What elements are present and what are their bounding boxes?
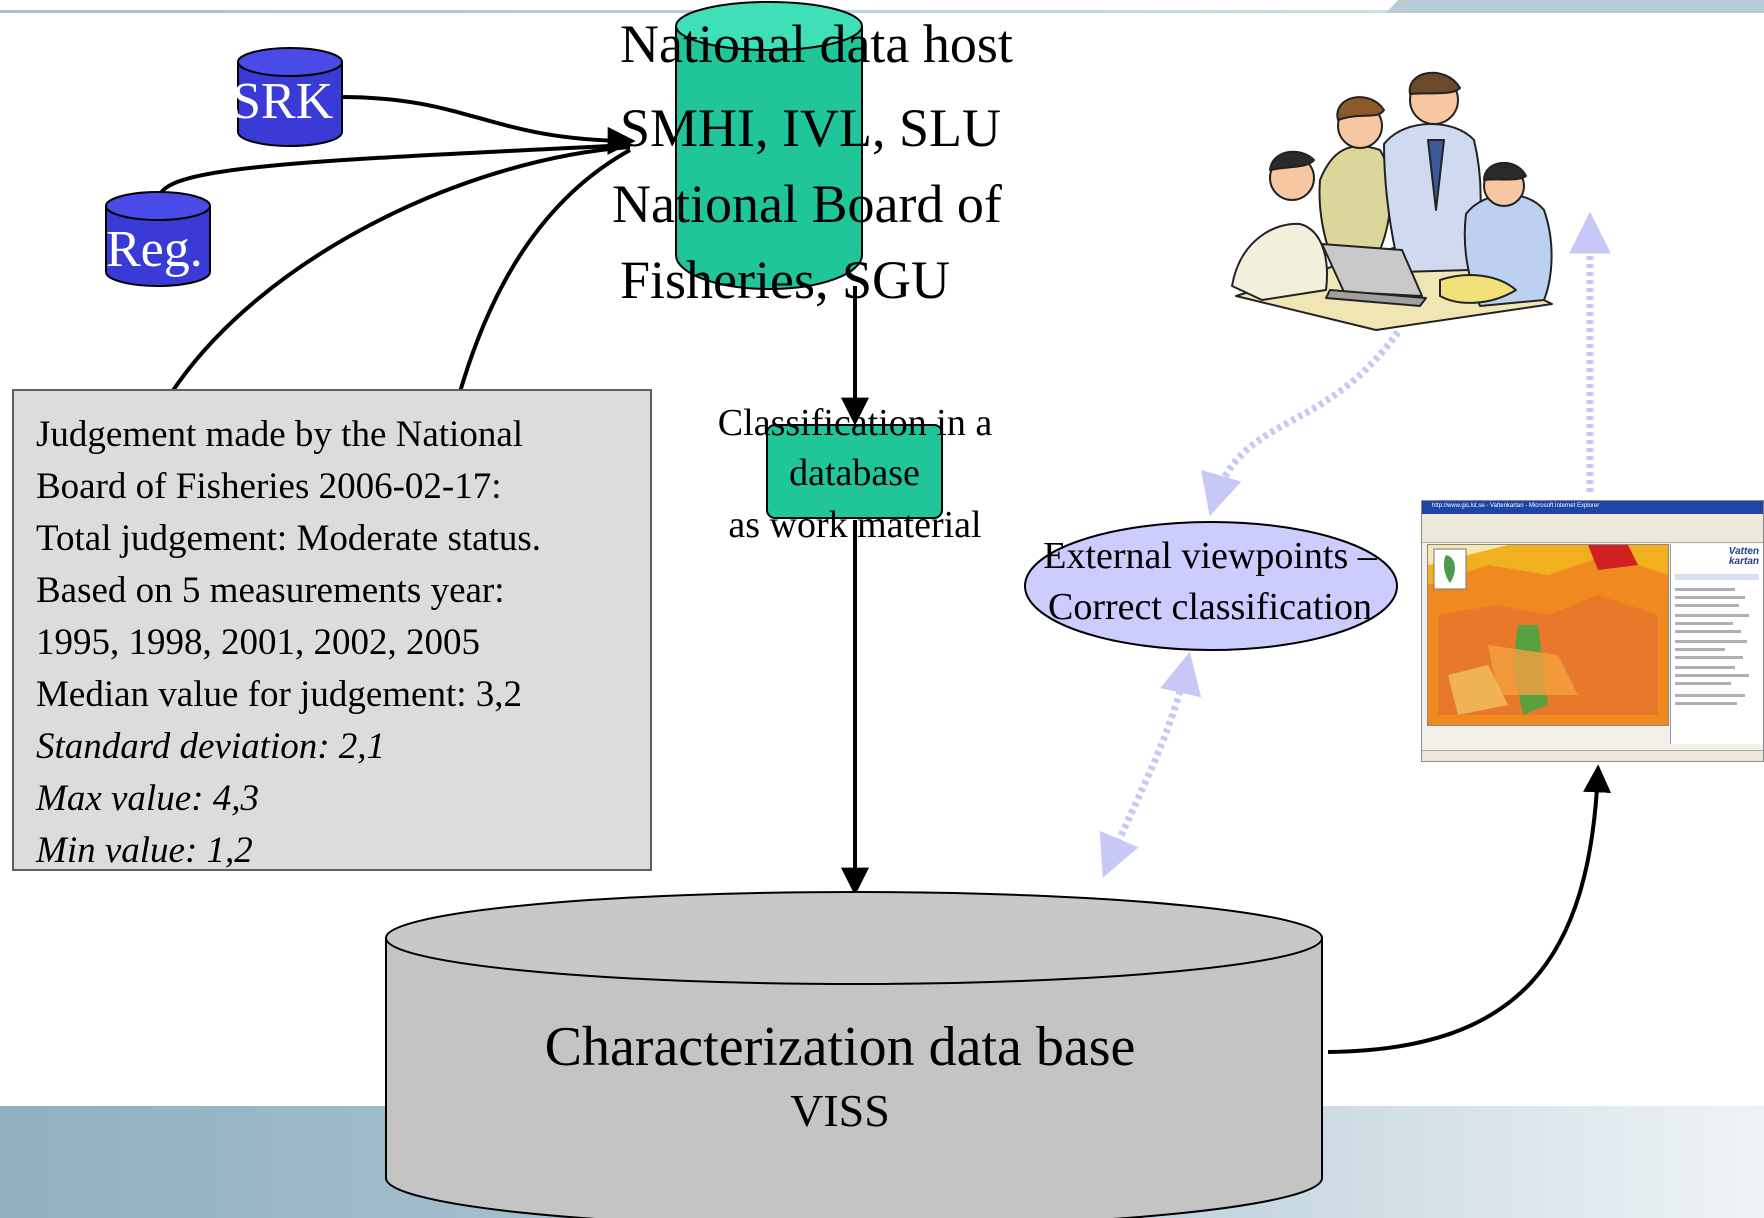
screenshot-statusbar	[1422, 750, 1763, 761]
logo-line-2: kartan	[1728, 556, 1759, 567]
classification-label-2: database	[789, 452, 920, 494]
classification-label-3: as work material	[728, 504, 982, 546]
judgement-line: Median value for judgement: 3,2	[36, 674, 523, 715]
arrow-viss-to-screenshot	[1327, 764, 1612, 1054]
screenshot-titlebar: http://www.gis.lst.se - Vattenkartan - M…	[1422, 501, 1763, 514]
judgement-italic-line: Min value: 1,2	[36, 830, 253, 871]
judgement-line: Judgement made by the National	[36, 414, 524, 455]
connector-reg	[158, 143, 631, 196]
reg-cylinder	[105, 191, 211, 287]
connector-judgement-right	[458, 148, 631, 393]
external-label-2: Correct classification	[1048, 586, 1372, 628]
vattenkartan-screenshot: http://www.gis.lst.se - Vattenkartan - M…	[1421, 500, 1764, 762]
judgement-line: Board of Fisheries 2006-02-17:	[36, 466, 502, 507]
judgement-box: Judgement made by the National Board of …	[12, 389, 652, 871]
top-rule	[0, 10, 1764, 13]
classification-box	[766, 424, 943, 519]
external-label-1: External viewpoints –	[1043, 535, 1377, 577]
screenshot-map-graphic	[1428, 545, 1668, 725]
dashed-arrow-people-external	[1201, 329, 1401, 517]
national-host-label-1: National data host	[620, 14, 1013, 74]
national-host-label-3: National Board of	[612, 174, 1002, 234]
judgement-italic-line: Standard deviation: 2,1	[36, 726, 386, 767]
external-ellipse	[1024, 521, 1398, 651]
viss-cylinder	[385, 891, 1323, 1218]
national-host-label-2: SMHI, IVL, SLU	[620, 98, 1002, 158]
dashed-arrow-external-viss	[1099, 651, 1202, 878]
national-host-label-4: Fisheries, SGU	[620, 250, 951, 310]
judgement-italic-line: Max value: 4,3	[36, 778, 259, 819]
screenshot-toolbar	[1422, 514, 1763, 543]
srk-cylinder	[237, 47, 343, 147]
characterization-label-2: VISS	[790, 1085, 890, 1136]
classification-label-1: Classification in a	[717, 402, 993, 444]
screenshot-title: http://www.gis.lst.se - Vattenkartan - M…	[1432, 503, 1600, 509]
screenshot-side-panel: Vatten kartan	[1670, 544, 1763, 744]
screenshot-map	[1427, 544, 1669, 726]
logo-line-1: Vatten	[1728, 546, 1759, 557]
people-clipart	[1231, 71, 1553, 331]
connector-srk	[339, 95, 636, 155]
national-host-cylinder	[675, 1, 863, 290]
vattenkartan-logo: Vatten kartan	[1729, 547, 1759, 567]
judgement-line: Based on 5 measurements year:	[36, 570, 505, 611]
judgement-line: 1995, 1998, 2001, 2002, 2005	[36, 622, 480, 663]
top-corner-tab	[1386, 0, 1764, 13]
judgement-line: Total judgement: Moderate status.	[36, 518, 542, 559]
srk-label: SRK	[232, 73, 334, 130]
characterization-label-1: Characterization data base	[544, 1016, 1136, 1078]
screenshot-panel-list	[1675, 574, 1759, 705]
reg-label: Reg.	[106, 221, 203, 278]
connector-judgement-left	[170, 145, 631, 394]
